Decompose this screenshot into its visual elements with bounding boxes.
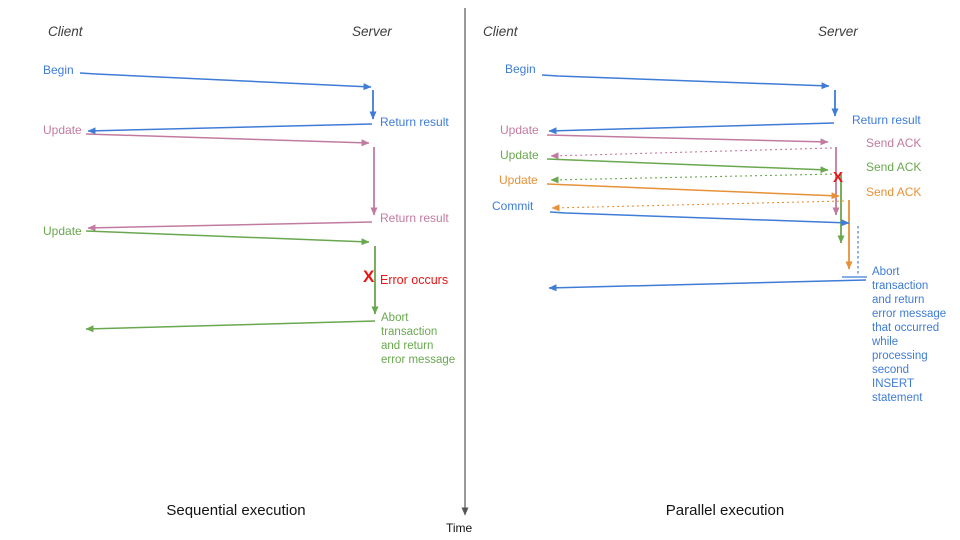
right-abort-message: Abort transaction and return error messa… bbox=[872, 266, 947, 404]
left-client-header: Client bbox=[48, 24, 83, 39]
right-commit-arrow bbox=[549, 211, 850, 227]
left-update-1-label: Update bbox=[43, 123, 82, 137]
left-update-2-arrow bbox=[85, 230, 370, 246]
right-send-ack-1-arrow bbox=[550, 147, 833, 160]
right-client-header: Client bbox=[483, 24, 518, 39]
right-error-x-icon: X bbox=[833, 169, 844, 186]
left-caption: Sequential execution bbox=[166, 502, 306, 519]
time-axis-label: Time bbox=[446, 521, 473, 535]
right-send-ack-2-label: Send ACK bbox=[866, 160, 922, 174]
right-abort-arrow bbox=[548, 279, 867, 292]
left-return-result-1-label: Return result bbox=[380, 115, 449, 129]
right-send-ack-2-arrow bbox=[550, 173, 838, 184]
left-server-header: Server bbox=[352, 24, 392, 39]
left-begin-arrow bbox=[79, 72, 372, 91]
right-send-ack-1-label: Send ACK bbox=[866, 136, 922, 150]
left-update-2-label: Update bbox=[43, 224, 82, 238]
right-caption: Parallel execution bbox=[665, 502, 785, 519]
left-return-result-1-arrow bbox=[87, 123, 373, 135]
left-error-occurs-label: Error occurs bbox=[380, 273, 449, 287]
right-commit-label: Commit bbox=[492, 199, 534, 213]
left-begin-label: Begin bbox=[43, 63, 74, 77]
left-return-result-2-arrow bbox=[87, 221, 373, 232]
right-update-1-label: Update bbox=[500, 123, 539, 137]
right-update-2-label: Update bbox=[500, 148, 539, 162]
right-begin-arrow bbox=[541, 74, 830, 90]
left-return-result-2-label: Return result bbox=[380, 211, 449, 225]
right-update-2-arrow bbox=[546, 158, 829, 174]
left-error-x-icon: X bbox=[363, 267, 375, 286]
left-abort-arrow bbox=[85, 320, 376, 333]
right-return-result-arrow bbox=[548, 122, 835, 135]
left-abort-message: Abort transaction and return error messa… bbox=[381, 312, 456, 366]
left-update-1-arrow bbox=[85, 133, 370, 147]
right-update-3-label: Update bbox=[499, 173, 538, 187]
right-send-ack-3-arrow bbox=[551, 200, 845, 212]
right-update-1-arrow bbox=[546, 134, 829, 146]
right-send-ack-3-label: Send ACK bbox=[866, 185, 922, 199]
right-return-result-label: Return result bbox=[852, 113, 921, 127]
right-server-header: Server bbox=[818, 24, 858, 39]
right-begin-label: Begin bbox=[505, 62, 536, 76]
right-update-3-arrow bbox=[546, 183, 840, 200]
